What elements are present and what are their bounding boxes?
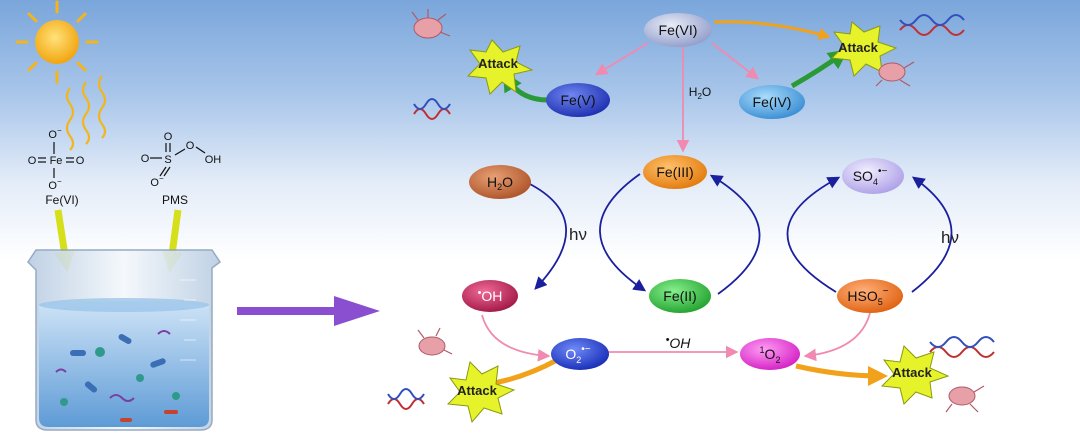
- process-arrow: [237, 296, 380, 326]
- ferrate-o-bottom: O−: [48, 177, 62, 192]
- node-fe6: Fe(VI): [644, 13, 712, 47]
- svg-text:Fe(III): Fe(III): [656, 164, 693, 180]
- arrow-fe3-to-fe2: [599, 173, 647, 292]
- pms-label: PMS: [162, 193, 188, 207]
- dna-icon: [413, 98, 451, 120]
- node-fe2: Fe(II): [649, 279, 711, 313]
- node-so4-radical: SO4•−: [842, 158, 904, 194]
- ferrate-o-right: O: [76, 155, 85, 167]
- sun-icon: [15, 0, 99, 84]
- arrow-fe6-to-fe4: [711, 42, 759, 80]
- node-fe5: Fe(V): [546, 83, 610, 117]
- h2o-edge-label: H2O: [689, 85, 711, 101]
- svg-text:Fe(V): Fe(V): [561, 92, 596, 108]
- arrow-h2o-to-oh: [527, 182, 568, 290]
- svg-text:O2•−: O2•−: [565, 344, 590, 365]
- node-singlet-o2: 1O2: [740, 338, 800, 370]
- svg-text:H2O: H2O: [487, 174, 513, 192]
- svg-text:Fe(II): Fe(II): [663, 288, 696, 304]
- arrow-fe2-to-fe3: [709, 174, 761, 295]
- node-o2-radical: O2•−: [551, 338, 609, 370]
- hv-right-label: hν: [941, 228, 959, 247]
- node-h2o: H2O: [469, 165, 531, 199]
- ferrate-structure: O− O Fe O O−: [28, 126, 85, 192]
- oh-edge-label: •OH: [666, 334, 692, 351]
- svg-text:Attack: Attack: [838, 40, 879, 55]
- ferrate-o-left: O: [28, 155, 37, 167]
- svg-text:Fe(VI): Fe(VI): [659, 22, 698, 38]
- arrow-fe6-to-fe5: [594, 42, 649, 76]
- node-oh-radical: •OH: [462, 280, 518, 312]
- arrow-hso5-to-so4-light: [911, 176, 953, 293]
- ferrate-label: Fe(VI): [45, 193, 78, 207]
- arrow-fe6-attack: [713, 20, 831, 40]
- bacterium-icon: [417, 327, 453, 356]
- pms-o-bridge: O: [186, 140, 195, 152]
- attack-star-left: Attack: [466, 39, 534, 95]
- svg-text:Attack: Attack: [457, 383, 498, 398]
- svg-text:•OH: •OH: [478, 287, 503, 304]
- dna-icon: [387, 388, 425, 410]
- bacterium-icon: [945, 385, 985, 413]
- svg-text:1O2: 1O2: [760, 345, 781, 365]
- svg-text:HSO5−: HSO5−: [847, 286, 888, 307]
- hv-left-label: hν: [569, 225, 587, 244]
- arrow-hso5-to-so4: [786, 176, 841, 293]
- node-fe4: Fe(IV): [739, 85, 805, 119]
- attack-star-bottom-right: Attack: [880, 345, 950, 405]
- svg-text:SO4•−: SO4•−: [853, 166, 888, 187]
- bacterium-icon: [875, 61, 915, 87]
- bacteria-in-water-icon: [55, 330, 180, 422]
- arrow-1o2-attack: [795, 363, 888, 386]
- svg-text:Fe(IV): Fe(IV): [753, 94, 792, 110]
- attack-star-right: Attack: [830, 21, 898, 77]
- bacterium-icon: [411, 9, 451, 39]
- pms-o-left: O: [141, 153, 150, 165]
- arrow-hso5-to-1o2: [803, 312, 871, 362]
- arrow-oh-to-o2: [481, 314, 551, 362]
- pms-structure: O S O O OH O−: [141, 131, 222, 189]
- dna-icon: [929, 336, 995, 358]
- pms-oh: OH: [205, 154, 222, 166]
- node-fe3: Fe(III): [643, 155, 707, 189]
- dna-icon: [899, 14, 965, 36]
- ferrate-o-top: O−: [48, 126, 62, 141]
- node-hso5: HSO5−: [837, 279, 903, 313]
- svg-text:Attack: Attack: [892, 365, 933, 380]
- light-rays-icon: [65, 75, 107, 151]
- pms-o-top: O: [164, 131, 173, 143]
- pms-s: S: [164, 154, 171, 166]
- pms-o-bottom: O−: [150, 174, 164, 189]
- attack-star-bottom-left: Attack: [446, 361, 516, 424]
- svg-text:Attack: Attack: [478, 56, 519, 71]
- ferrate-fe: Fe: [50, 155, 63, 167]
